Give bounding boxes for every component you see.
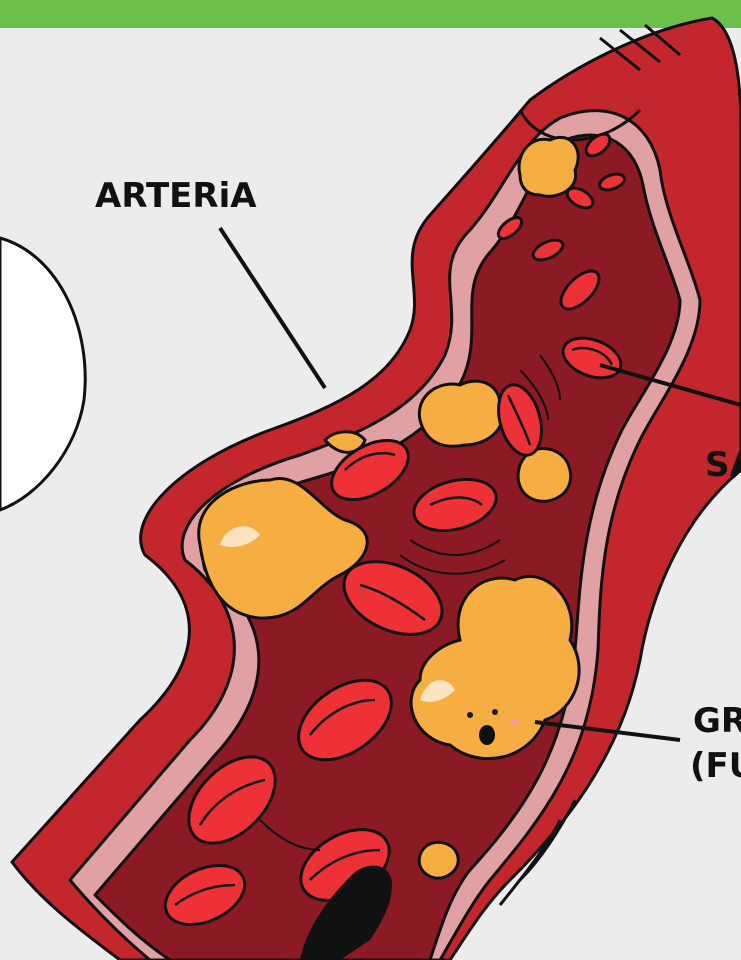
plaque-eye	[492, 709, 498, 715]
artery-leader-line	[220, 228, 325, 388]
plaque-deposit	[419, 381, 502, 446]
speech-bubble	[0, 238, 85, 510]
plaque-mouth	[479, 725, 495, 745]
label-fat-line1: GR	[693, 701, 741, 741]
plaque-deposit	[519, 137, 578, 196]
label-blood: SA	[705, 445, 741, 485]
label-fat-line2: (FU	[690, 746, 741, 786]
label-artery: ARTERiA	[95, 176, 257, 216]
plaque-eye	[467, 712, 473, 718]
plaque-blush	[510, 719, 520, 725]
top-bar	[0, 0, 741, 28]
plaque-deposit	[419, 842, 458, 878]
